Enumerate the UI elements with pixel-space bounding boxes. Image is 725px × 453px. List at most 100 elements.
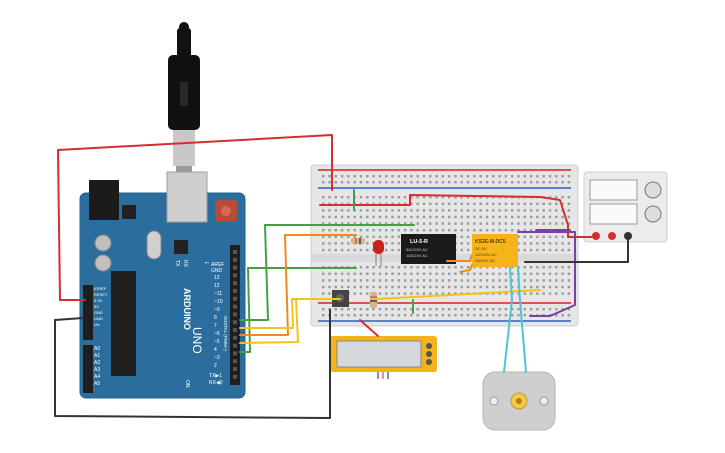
breadboard-hole [517,248,520,252]
breadboard-hole [454,314,457,317]
breadboard-hole [504,209,508,212]
breadboard-hole [397,235,400,238]
breadboard-hole [391,235,394,238]
breadboard-hole [567,279,571,282]
dc-motor[interactable] [482,371,556,431]
breadboard-hole [454,279,457,282]
breadboard-hole [561,279,564,282]
breadboard-hole [555,235,558,238]
breadboard-hole [385,235,388,238]
breadboard-hole [466,314,470,317]
usb-port [166,171,208,223]
breadboard-hole [328,215,331,219]
breadboard-hole [410,209,413,212]
breadboard-hole [378,272,382,275]
breadboard-hole [391,242,394,245]
wires[interactable] [54,134,629,419]
breadboard-hole [523,272,526,275]
breadboard-hole [441,202,445,205]
breadboard-hole [473,215,476,219]
power-supply[interactable] [583,171,668,243]
breadboard-hole [334,235,337,238]
breadboard-hole [473,279,476,282]
breadboard-hole [492,272,495,275]
breadboard-hole [448,222,451,225]
breadboard-hole [555,242,558,245]
relay-lu5-line1: 5A/125V AC [406,247,428,252]
led-red[interactable] [373,240,384,266]
breadboard-hole [366,272,369,275]
breadboard-hole [322,279,325,282]
breadboard-hole [460,242,463,245]
breadboard-hole [479,285,482,289]
breadboard-hole [397,222,400,225]
gnd-label: GND [211,268,223,274]
breadboard-hole [353,175,356,178]
breadboard-hole [322,308,325,311]
power-pin-label: IOREF [94,286,107,291]
resistor-1[interactable] [351,238,365,244]
breadboard-hole [416,229,419,232]
psu-positive-terminal[interactable] [608,232,616,240]
breadboard-hole [322,196,325,199]
breadboard-hole [429,181,432,184]
breadboard-hole [328,175,331,178]
breadboard-hole [397,248,400,252]
breadboard-hole [466,266,470,269]
breadboard-hole [435,181,438,184]
breadboard-hole [479,215,482,219]
breadboard-hole [567,215,571,219]
breadboard-hole [523,292,526,295]
breadboard-hole [511,175,514,178]
breadboard-hole [340,235,344,238]
digital-pin-label: 2 [214,363,217,369]
breadboard-hole [441,285,445,289]
breadboard-hole [567,202,571,205]
breadboard-hole [466,209,470,212]
breadboard-hole [466,272,470,275]
breadboard-hole [473,202,476,205]
usb-cable[interactable] [168,22,200,176]
digital-pin-label: ~3 [214,355,220,361]
breadboard-hole [479,308,482,311]
breadboard-hole [385,202,388,205]
breadboard-hole [403,272,407,275]
tx-led-label: TX [174,260,180,267]
breadboard-hole [466,285,470,289]
header-pin [233,289,237,293]
breadboard-hole [504,202,508,205]
breadboard-hole [441,229,445,232]
breadboard-hole [403,314,407,317]
breadboard-hole [504,181,508,184]
breadboard-hole [391,229,394,232]
breadboard-hole [536,279,539,282]
breadboard-hole [410,196,413,199]
arduino-uno-board[interactable]: ARDUINO UNO TX RX ON L POWER ANALOG IN D… [70,171,246,399]
breadboard-hole [416,215,419,219]
breadboard-hole [416,209,419,212]
relay-ks2e[interactable]: KS2E-M-DC5 DC 5V 1A/125V AC 2A/30V DC [472,234,518,267]
breadboard-hole [372,196,375,199]
breadboard-hole [391,308,394,311]
breadboard-hole [485,196,489,199]
breadboard-hole [517,222,520,225]
breadboard-hole [416,272,419,275]
breadboard-hole [334,272,337,275]
lcd-display[interactable] [330,336,437,379]
breadboard-hole [448,229,451,232]
breadboard-hole [328,285,331,289]
arduino-brand: ARDUINO [182,288,192,330]
breadboard-hole [340,209,344,212]
breadboard-hole [479,222,482,225]
resistor-2[interactable] [370,292,377,308]
breadboard-hole [328,292,331,295]
breadboard-hole [561,266,564,269]
header-pin [233,312,237,317]
breadboard-hole [448,196,451,199]
breadboard-hole [479,266,482,269]
relay-lu5[interactable]: LU-5-R 5A/125V AC 10A/24V AC [401,234,456,264]
breadboard-hole [403,279,407,282]
breadboard-hole [410,308,413,311]
breadboard-hole [561,196,564,199]
